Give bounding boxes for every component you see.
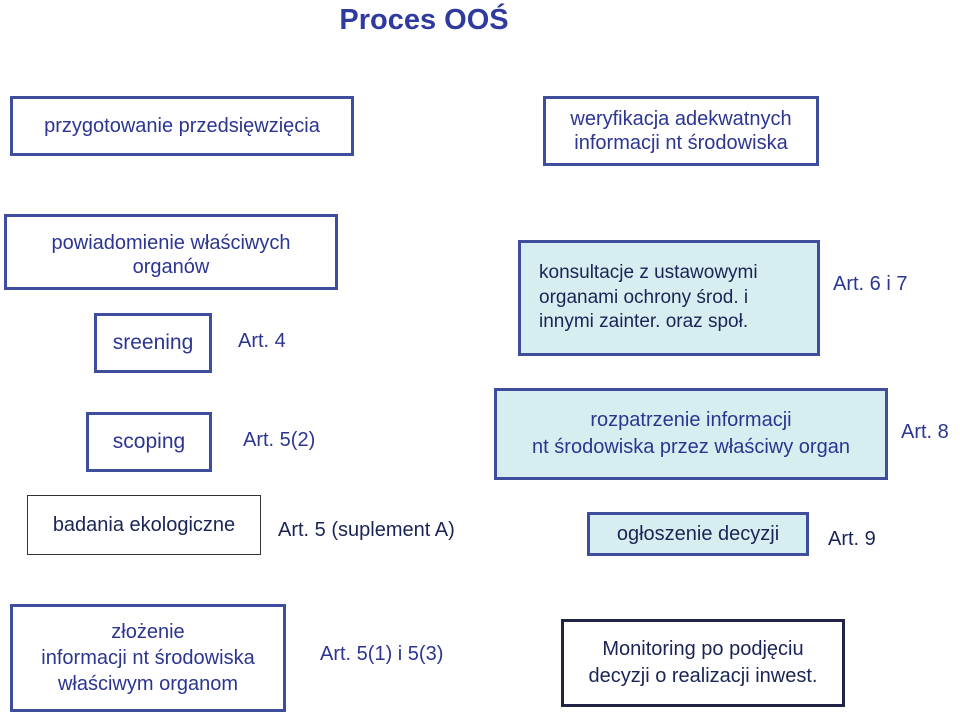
page-title: Proces OOŚ: [339, 4, 509, 36]
review-box: rozpatrzenie informacji nt środowiska pr…: [494, 388, 888, 480]
verification-box: weryfikacja adekwatnych informacji nt śr…: [543, 96, 819, 166]
preparation-label: przygotowanie przedsięwzięcia: [44, 114, 320, 137]
ecological-studies-box: badania ekologiczne: [27, 495, 261, 555]
submission-label: złożenie informacji nt środowiska właści…: [41, 621, 255, 695]
consultation-box: konsultacje z ustawowymi organami ochron…: [518, 240, 820, 356]
art5-1-3-label: Art. 5(1) i 5(3): [320, 643, 444, 665]
submission-box: złożenie informacji nt środowiska właści…: [10, 604, 286, 712]
art4-label: Art. 4: [238, 330, 286, 352]
notification-label: powiadomienie właściwych organów: [51, 232, 291, 279]
art5-suppA-label: Art. 5 (suplement A): [278, 519, 455, 541]
review-label: rozpatrzenie informacji nt środowiska pr…: [532, 409, 850, 458]
screening-label: sreening: [112, 331, 194, 355]
consultation-label: konsultacje z ustawowymi organami ochron…: [539, 261, 758, 333]
art8-label: Art. 8: [901, 421, 949, 443]
screening-box: sreening: [94, 313, 212, 373]
decision-label: ogłoszenie decyzji: [616, 522, 780, 545]
decision-box: ogłoszenie decyzji: [587, 512, 809, 556]
art9-label: Art. 9: [828, 528, 876, 550]
ecological-studies-label: badania ekologiczne: [52, 513, 236, 536]
notification-box: powiadomienie właściwych organów: [4, 214, 338, 290]
scoping-label: scoping: [112, 430, 186, 454]
preparation-box: przygotowanie przedsięwzięcia: [10, 96, 354, 156]
art6-7-label: Art. 6 i 7: [833, 273, 908, 295]
art5-2-label: Art. 5(2): [243, 429, 316, 451]
scoping-box: scoping: [86, 412, 212, 472]
monitoring-box: Monitoring po podjęciu decyzji o realiza…: [561, 619, 845, 707]
verification-label: weryfikacja adekwatnych informacji nt śr…: [570, 107, 792, 154]
monitoring-label: Monitoring po podjęciu decyzji o realiza…: [588, 638, 818, 687]
